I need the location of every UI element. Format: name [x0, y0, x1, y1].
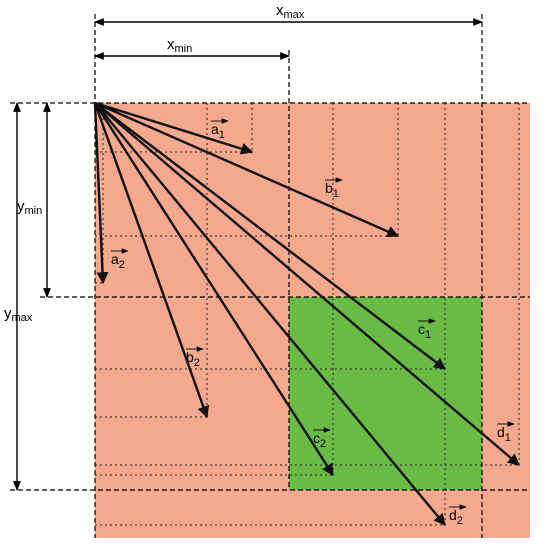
vector-a2-arrow: [93, 102, 109, 285]
vector-b2-arrow: [93, 102, 210, 419]
vector-a2-label: a2: [111, 248, 129, 271]
svg-text:c2: c2: [313, 430, 326, 450]
vector-a1-label: a1: [211, 118, 229, 141]
vector-c1-arrow: [94, 102, 446, 370]
svg-text:b1: b1: [325, 180, 339, 200]
svg-text:d1: d1: [497, 424, 511, 444]
vector-c2-label: c2: [313, 427, 331, 450]
vector-c2-arrow: [93, 102, 335, 477]
vector-d1-arrow: [94, 102, 520, 466]
y-max-label: ymax: [4, 305, 33, 324]
svg-text:d2: d2: [449, 507, 463, 527]
svg-text:c1: c1: [418, 321, 431, 341]
vector-a1-arrow: [94, 101, 254, 155]
vector-b1-label: b1: [325, 177, 343, 200]
vector-b2-label: b2: [186, 346, 204, 369]
vector-d2-arrow: [94, 102, 446, 526]
y-min-label: ymin: [17, 198, 42, 217]
dotted-guides: [95, 103, 520, 526]
vector-arrows: [93, 101, 520, 526]
svg-text:b2: b2: [186, 349, 200, 369]
svg-text:a1: a1: [211, 121, 225, 141]
vector-b1-arrow: [94, 101, 400, 238]
x-min-label: xmin: [167, 36, 192, 55]
vector-c1-label: c1: [418, 318, 436, 341]
svg-text:a2: a2: [111, 251, 125, 271]
vector-d1-label: d1: [497, 421, 515, 444]
green-target-region: [289, 297, 482, 490]
dimension-arrows: [13, 18, 483, 491]
vector-d2-label: d2: [449, 504, 467, 527]
x-max-label: xmax: [276, 2, 305, 21]
